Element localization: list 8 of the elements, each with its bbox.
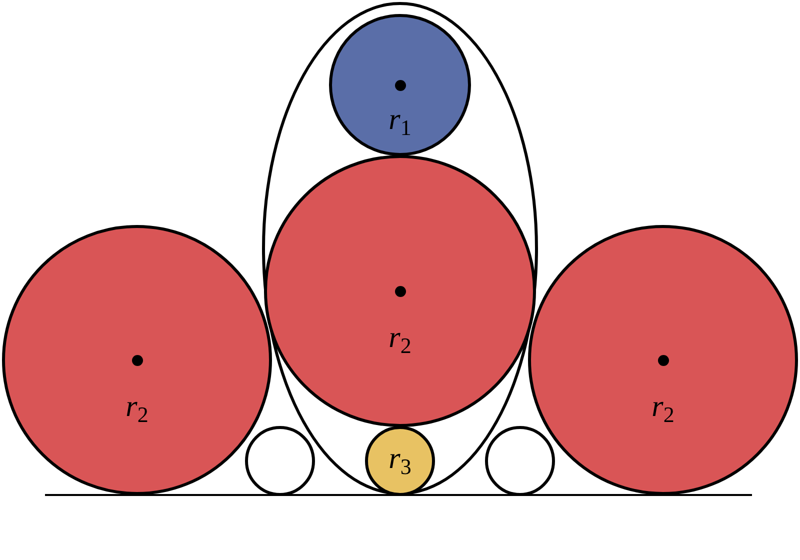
radius-label: r$_{3}$ bbox=[388, 444, 412, 481]
radius-label: r$_{2}$ bbox=[126, 392, 148, 429]
radius-label: r$_{1}$ bbox=[388, 105, 412, 142]
circle bbox=[485, 426, 555, 496]
circle bbox=[245, 426, 315, 496]
circle bbox=[365, 426, 435, 496]
radius-label: r$_{2}$ bbox=[388, 323, 412, 360]
radius-label: r$_{2}$ bbox=[652, 392, 674, 429]
